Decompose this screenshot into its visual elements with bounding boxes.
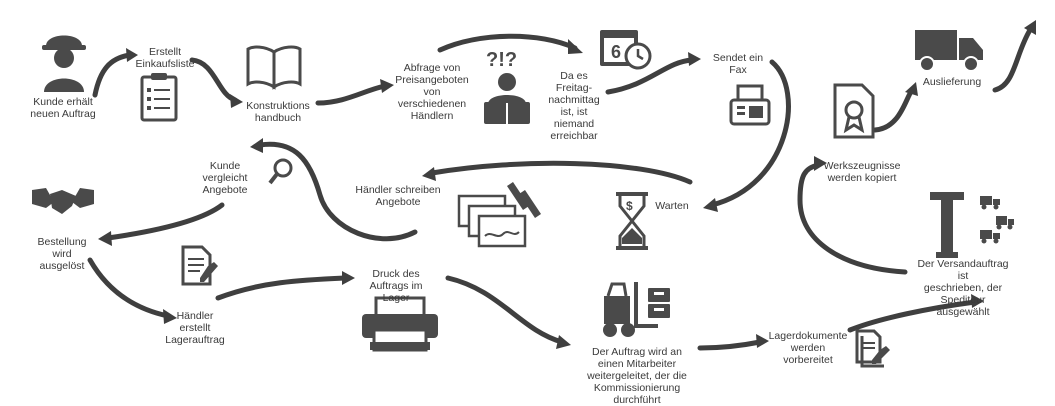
arrowhead-17 [1024, 20, 1036, 35]
arrow-8 [257, 141, 418, 242]
label-abfrage: Abfrage von Preisangeboten von verschied… [395, 62, 469, 122]
arrow-9 [105, 202, 225, 241]
thinking-reader-icon: ?!? [484, 49, 530, 124]
label-kunde-auftrag: Kunde erhält neuen Auftrag [30, 96, 96, 120]
calendar-clock-icon: 6 [600, 30, 652, 70]
arrowhead-2 [230, 94, 243, 108]
documents-pen-icon [855, 329, 890, 368]
arrow-1 [92, 52, 133, 98]
label-zeugnisse: Werkszeugnisse werden kopiert [823, 160, 901, 184]
label-mitarbeiter: Der Auftrag wird an einen Mitarbeiter we… [587, 346, 687, 406]
arrow-11 [215, 275, 348, 301]
arrow-13 [697, 339, 763, 351]
forklift-icon [603, 282, 670, 337]
arrow-2 [189, 57, 238, 103]
arrowhead-1 [126, 48, 138, 62]
svg-text:6: 6 [611, 42, 621, 62]
arrow-17 [992, 27, 1033, 93]
label-warten: Warten [655, 200, 689, 212]
arrow-16 [872, 87, 915, 133]
document-pen-icon [181, 245, 218, 286]
worker-helmet-icon [42, 35, 86, 92]
certificate-icon [833, 83, 875, 139]
arrowhead-11 [342, 271, 355, 285]
arrowhead-16 [905, 82, 918, 96]
arrowhead-5 [688, 52, 701, 66]
arrowhead-8 [250, 138, 263, 153]
arrow-15 [797, 162, 908, 275]
arrow-12 [445, 275, 565, 345]
label-fax: Sendet ein Fax [712, 52, 764, 76]
label-druck: Druck des Auftrags im Lager [369, 268, 423, 304]
label-freitag: Da es Freitag- nachmittag ist, ist niema… [548, 70, 600, 142]
arrowhead-4 [568, 39, 583, 54]
label-handbuch: Konstruktions handbuch [246, 100, 310, 124]
label-kunde-vergleicht: Kunde vergleicht Angebote [202, 160, 248, 196]
label-auslieferung: Auslieferung [922, 76, 982, 88]
arrow-10 [87, 257, 171, 319]
arrow-5 [605, 57, 695, 95]
book-icon [246, 45, 302, 90]
printer-icon [362, 296, 438, 352]
arrowhead-15 [814, 156, 827, 171]
label-lagerauftrag: Händler erstellt Lagerauftrag [165, 310, 225, 346]
svg-text:?!?: ?!? [486, 49, 517, 71]
handshake-icon [32, 188, 94, 214]
arrow-6 [709, 59, 791, 208]
arrow-14 [847, 299, 978, 333]
hourglass-icon: $ [616, 192, 648, 250]
label-einkaufsliste: Erstellt Einkaufsliste [135, 46, 195, 70]
arrow-4 [437, 33, 578, 53]
arrowhead-9 [98, 231, 112, 246]
clipboard-icon [140, 73, 178, 122]
crane-trucks-icon [930, 192, 1014, 258]
arrowhead-3 [380, 79, 394, 93]
arrowhead-12 [556, 335, 571, 349]
label-bestellung: Bestellung wird ausgelöst [37, 236, 87, 272]
truck-icon [915, 30, 983, 72]
fax-icon [729, 84, 771, 126]
label-lagerdokumente: Lagerdokumente werden vorbereitet [768, 330, 848, 366]
arrowhead-6 [703, 198, 718, 212]
quotes-icon [457, 182, 541, 248]
arrowhead-7 [422, 167, 436, 181]
magnifier-icon [268, 158, 293, 185]
arrowhead-13 [756, 334, 769, 348]
arrow-3 [315, 83, 388, 106]
svg-text:$: $ [626, 199, 633, 213]
label-haendler-angebote: Händler schreiben Angebote [355, 184, 441, 208]
arrowhead-14 [971, 294, 984, 308]
label-versandauftrag: Der Versandauftrag ist geschrieben, der … [917, 258, 1009, 318]
arrow-7 [429, 160, 693, 185]
arrowhead-10 [163, 309, 177, 324]
